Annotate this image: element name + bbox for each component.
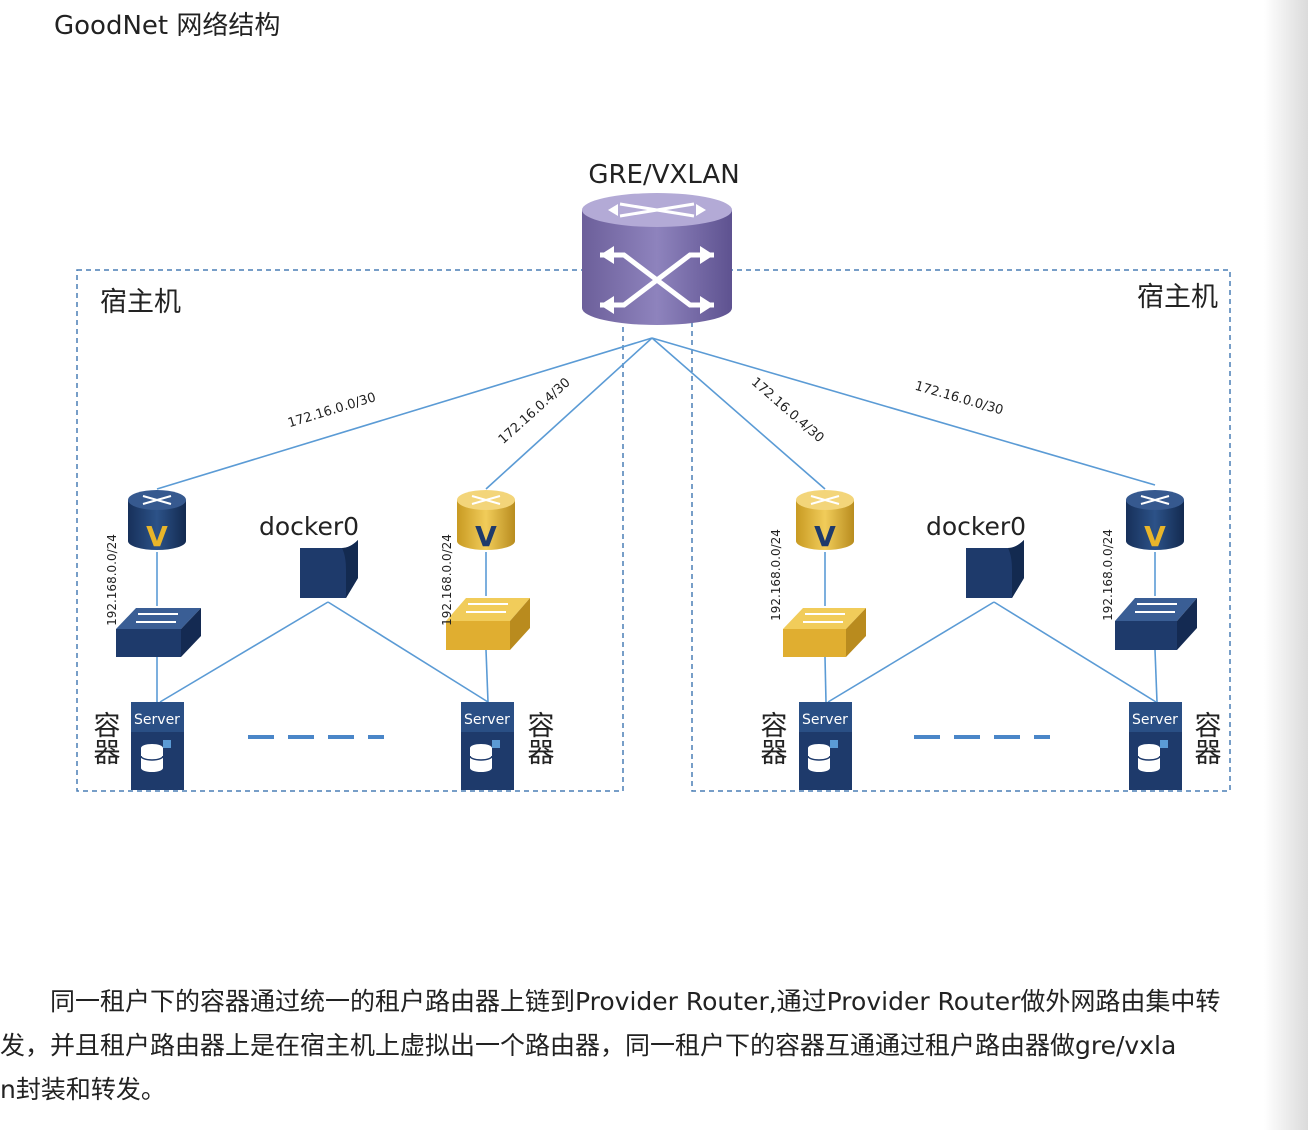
tenant-router-icon: V <box>796 490 854 553</box>
host-label-right: 宿主机 <box>1137 282 1218 313</box>
tenant-router-icon: V <box>128 490 186 553</box>
link-label-left-inner: 172.16.0.4/30 <box>496 375 574 447</box>
server-label: Server <box>1132 712 1178 728</box>
server-icon: Server <box>131 702 184 790</box>
docker-bridge-icon <box>300 540 358 598</box>
server-label: Server <box>134 712 180 728</box>
core-router-icon <box>582 193 732 325</box>
link-label-right-outer: 172.16.0.0/30 <box>913 379 1005 419</box>
switch-icon <box>783 608 866 657</box>
svg-text:容器: 容器 <box>756 711 788 765</box>
host-box-left <box>76 269 624 792</box>
tenant-router-icon: V <box>457 490 515 553</box>
server-label: Server <box>464 712 510 728</box>
host-box-right <box>691 269 1231 792</box>
subnet-label: 192.168.0.0/24 <box>105 534 119 626</box>
docker-bridge-icon <box>966 540 1024 598</box>
server-icon: Server <box>1129 702 1182 790</box>
docker-label: docker0 <box>926 512 1026 541</box>
link-right-outer <box>651 337 1156 486</box>
server-icon: Server <box>799 702 852 790</box>
subnet-label: 192.168.0.0/24 <box>769 529 783 621</box>
page-title: GoodNet 网络结构 <box>54 11 281 41</box>
paragraph-line-3: n封装和转发。 <box>0 1075 166 1104</box>
container-label-left: 容器 <box>89 711 121 765</box>
switch-icon <box>1115 598 1197 650</box>
switch-icon <box>116 608 201 657</box>
subnet-label: 192.168.0.0/24 <box>1101 529 1115 621</box>
docker-label: docker0 <box>259 512 359 541</box>
router-letter: V <box>146 520 168 553</box>
svg-text:容器: 容器 <box>89 711 121 765</box>
svg-text:容器: 容器 <box>523 711 555 765</box>
core-label: GRE/VXLAN <box>588 160 739 190</box>
router-letter: V <box>475 520 497 553</box>
paragraph-line-1: 同一租户下的容器通过统一的租户路由器上链到Provider Router,通过P… <box>0 987 1221 1016</box>
router-letter: V <box>1144 520 1166 553</box>
link-left-inner <box>485 337 653 490</box>
svg-text:容器: 容器 <box>1190 711 1222 765</box>
container-label-right-2: 容器 <box>1190 711 1222 765</box>
page-edge-shadow <box>1264 0 1308 1130</box>
network-diagram: 宿主机 宿主机 172.16.0.0/30 172.16.0.4/30 172.… <box>76 160 1231 792</box>
paragraph-line-2: 发，并且租户路由器上是在宿主机上虚拟出一个路由器，同一租户下的容器互通通过租户路… <box>0 1031 1177 1060</box>
server-label: Server <box>802 712 848 728</box>
description-paragraph: 同一租户下的容器通过统一的租户路由器上链到Provider Router,通过P… <box>0 980 1308 1112</box>
server-icon: Server <box>461 702 514 790</box>
container-label-left-2: 容器 <box>523 711 555 765</box>
host-label-left: 宿主机 <box>100 287 181 318</box>
container-label-right: 容器 <box>756 711 788 765</box>
link-left-outer <box>156 337 653 490</box>
subnet-label: 192.168.0.0/24 <box>440 534 454 626</box>
switch-icon <box>446 598 530 650</box>
tenant-router-icon: V <box>1126 490 1184 553</box>
link-right-inner <box>651 337 826 490</box>
router-letter: V <box>814 520 836 553</box>
